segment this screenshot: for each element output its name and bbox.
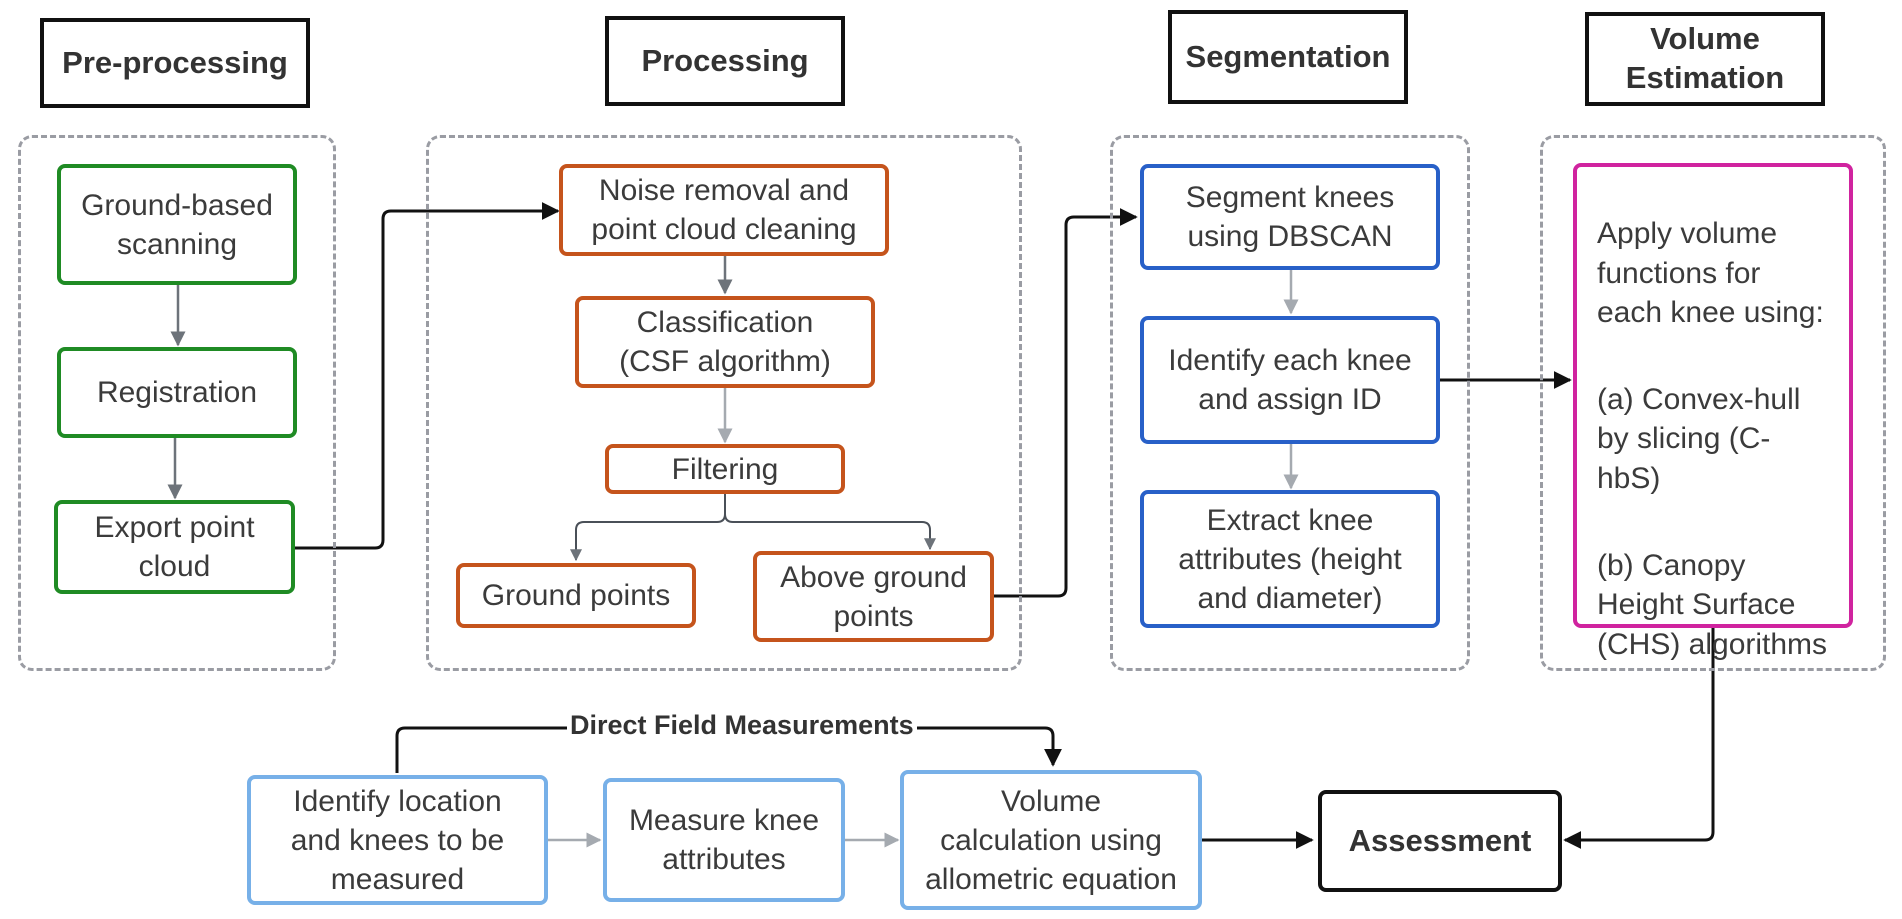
volume-option-a: (a) Convex-hull by slicing (C-hbS) [1597,382,1801,495]
box-volume-functions: Apply volume functions for each knee usi… [1573,163,1853,661]
box-identify-location: Identify location and knees to be measur… [247,775,548,905]
box-ground-points: Ground points [456,563,696,628]
volume-option-b: (b) Canopy Height Surface (CHS) algorith… [1597,548,1828,661]
box-noise-removal: Noise removal and point cloud cleaning [559,164,889,256]
box-segment-knees: Segment knees using DBSCAN [1140,164,1440,270]
box-classification: Classification (CSF algorithm) [575,296,875,388]
box-filtering: Filtering [605,444,845,494]
box-extract-attributes: Extract knee attributes (height and diam… [1140,490,1440,628]
header-processing: Processing [605,16,845,106]
group-segmentation [1110,135,1470,671]
box-volume-calculation: Volume calculation using allometric equa… [900,770,1202,910]
volume-intro-text: Apply volume functions for each knee usi… [1597,217,1824,330]
box-ground-based-scanning: Ground-based scanning [57,164,297,285]
box-identify-knee: Identify each knee and assign ID [1140,316,1440,444]
label-direct-field-measurements: Direct Field Measurements [567,710,917,741]
header-volume-estimation: Volume Estimation [1585,12,1825,106]
arrow-volume-to-assessment [1563,628,1715,849]
arrow-above-ground-to-segment [992,208,1138,598]
header-preprocessing: Pre-processing [40,18,310,108]
box-measure-attributes: Measure knee attributes [603,778,845,902]
group-volume-estimation [1540,135,1886,671]
box-export-point-cloud: Export point cloud [54,500,295,594]
group-processing [426,135,1022,671]
header-segmentation: Segmentation [1168,10,1408,104]
arrow-export-to-noise-removal [295,202,560,550]
arrow-filtering-to-above-ground [724,513,936,551]
box-above-ground-points: Above ground points [753,551,994,642]
box-registration: Registration [57,347,297,438]
group-preprocessing [18,135,336,671]
box-assessment: Assessment [1318,790,1562,892]
